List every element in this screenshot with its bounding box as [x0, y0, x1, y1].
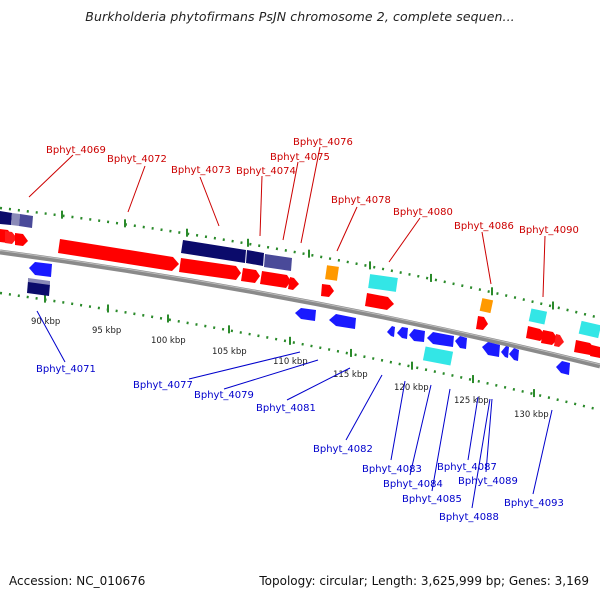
gene-label: Bphyt_4082 — [313, 444, 373, 455]
gene-label: Bphyt_4087 — [437, 462, 497, 473]
kbp-label: 115 kbp — [333, 370, 368, 380]
forward-genes — [0, 229, 600, 358]
gene-label: Bphyt_4073 — [171, 165, 231, 176]
reverse-genes — [27, 262, 570, 375]
gene-arrow — [5, 231, 17, 244]
misc-features — [325, 265, 600, 366]
gene-block-slate — [28, 278, 50, 285]
gene-arrow — [397, 327, 408, 339]
gene-arrow — [387, 326, 395, 337]
gene-label: Bphyt_4077 — [133, 380, 193, 391]
gene-label: Bphyt_4084 — [383, 479, 443, 490]
gene-block-slate — [19, 214, 33, 228]
gene-label: Bphyt_4075 — [270, 152, 330, 163]
gene-arrow-4078 — [321, 284, 334, 297]
gene-label: Bphyt_4080 — [393, 207, 453, 218]
reverse-leaders — [36, 310, 553, 509]
gene-label: Bphyt_4081 — [256, 403, 316, 414]
cyan-feature — [422, 346, 454, 366]
gene-label: Bphyt_4069 — [46, 145, 106, 156]
gene-block-navy — [0, 211, 12, 225]
kbp-label: 100 kbp — [151, 336, 186, 346]
gene-arrow — [29, 262, 52, 277]
cyan-feature — [528, 308, 548, 325]
gene-block-4074 — [246, 250, 264, 266]
gene-arrow — [541, 330, 558, 345]
gene-arrow-4073-fwd — [179, 258, 241, 280]
gene-arrow — [15, 233, 28, 246]
kbp-label: 105 kbp — [212, 347, 247, 357]
gene-arrow — [295, 308, 316, 321]
genome-backbone-highlight — [0, 250, 600, 365]
gene-arrow — [260, 271, 291, 288]
gene-arrow — [427, 332, 454, 347]
kbp-label: 125 kbp — [454, 396, 489, 406]
inner-ruler-ticks — [44, 294, 535, 398]
gene-label: Bphyt_4078 — [331, 195, 391, 206]
cyan-feature — [368, 274, 398, 292]
gene-block-slate — [11, 213, 20, 226]
outer-ruler-ticks — [61, 210, 554, 310]
gene-arrow — [501, 346, 509, 358]
gene-label: Bphyt_4090 — [519, 225, 579, 236]
gene-label: Bphyt_4076 — [293, 137, 353, 148]
accession-text: Accession: NC_010676 — [9, 574, 146, 588]
reverse-gene-labels: Bphyt_4071 Bphyt_4077 Bphyt_4079 Bphyt_4… — [36, 364, 564, 523]
gene-label: Bphyt_4085 — [402, 494, 462, 505]
gene-arrow-4072 — [58, 239, 179, 271]
gene-block-4073 — [181, 240, 246, 263]
gene-label: Bphyt_4074 — [236, 166, 296, 177]
genome-backbone — [0, 249, 600, 369]
rna-feature — [479, 298, 494, 314]
gene-arrow — [574, 340, 596, 355]
gene-arrow — [329, 314, 356, 329]
gene-label: Bphyt_4079 — [194, 390, 254, 401]
gene-block-4075 — [264, 254, 292, 271]
rna-feature — [325, 265, 339, 281]
gene-label: Bphyt_4089 — [458, 476, 518, 487]
gene-arrow — [590, 345, 600, 358]
gene-arrow — [241, 268, 260, 283]
cyan-feature — [578, 320, 600, 339]
forward-blocks — [0, 211, 292, 271]
forward-leaders — [28, 146, 546, 298]
gene-arrow — [554, 334, 564, 347]
kbp-label: 130 kbp — [514, 410, 549, 420]
gene-arrow — [455, 336, 467, 349]
gene-label: Bphyt_4071 — [36, 364, 96, 375]
gene-arrow — [482, 342, 500, 357]
gene-arrow — [509, 348, 519, 361]
kbp-label: 120 kbp — [394, 383, 429, 393]
kbp-label: 95 kbp — [92, 326, 121, 336]
forward-gene-labels: Bphyt_4069 Bphyt_4072 Bphyt_4073 Bphyt_4… — [46, 137, 579, 236]
gene-label: Bphyt_4072 — [107, 154, 167, 165]
gene-arrow — [526, 326, 546, 341]
kbp-labels: 90 kbp 95 kbp 100 kbp 105 kbp 110 kbp 11… — [31, 317, 549, 420]
gene-label: Bphyt_4088 — [439, 512, 499, 523]
gene-arrow-4086 — [476, 316, 488, 330]
gene-label: Bphyt_4083 — [362, 464, 422, 475]
genome-summary-text: Topology: circular; Length: 3,625,999 bp… — [259, 574, 589, 588]
gene-block-navy — [27, 281, 50, 296]
kbp-label: 90 kbp — [31, 317, 60, 327]
kbp-label: 110 kbp — [273, 357, 308, 367]
gene-arrow — [556, 361, 570, 375]
gene-arrow — [409, 329, 425, 342]
gene-label: Bphyt_4093 — [504, 498, 564, 509]
gene-arrow-4080 — [365, 293, 394, 310]
map-title: Burkholderia phytofirmans PsJN chromosom… — [85, 9, 515, 24]
gene-arrow — [288, 277, 299, 290]
gene-label: Bphyt_4086 — [454, 221, 514, 232]
